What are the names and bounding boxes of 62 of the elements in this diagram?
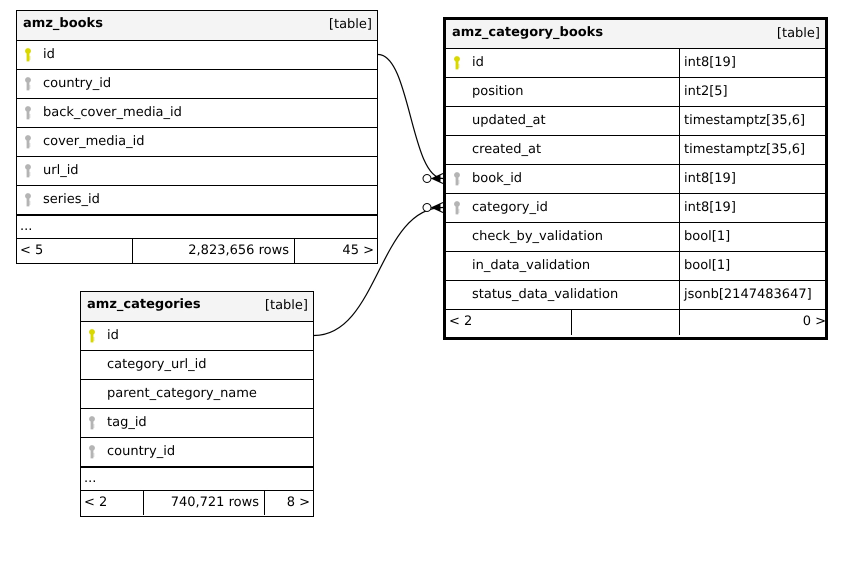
column-type: timestamptz[35,6] <box>684 113 806 129</box>
column-name: id <box>43 47 55 63</box>
column-name: book_id <box>472 171 522 187</box>
table-card <box>443 17 828 340</box>
column-name: category_id <box>472 200 548 216</box>
table-row <box>446 164 825 193</box>
table-footer <box>446 309 825 335</box>
column-type: int8[19] <box>684 55 736 71</box>
column-name: check_by_validation <box>472 229 604 245</box>
column-name: back_cover_media_id <box>43 105 182 121</box>
column-name: parent_category_name <box>107 386 257 402</box>
table-row <box>446 77 825 106</box>
table-row <box>446 280 825 309</box>
column-name: in_data_validation <box>472 258 590 274</box>
column-type: bool[1] <box>684 229 730 245</box>
table-footer <box>17 238 377 263</box>
table-card <box>80 291 314 517</box>
relationship-connector <box>314 202 444 336</box>
column-name: status_data_validation <box>472 287 618 303</box>
column-name: created_at <box>472 142 542 158</box>
table-row <box>446 251 825 280</box>
column-type: bool[1] <box>684 258 730 274</box>
footer-text: 740,721 rows <box>170 495 259 511</box>
table-name: amz_books <box>23 16 103 32</box>
more-columns-text: ... <box>84 471 96 487</box>
table-card <box>16 10 378 264</box>
column-name: tag_id <box>107 415 147 431</box>
table-row <box>446 106 825 135</box>
column-type: jsonb[2147483647] <box>684 287 812 303</box>
column-name: country_id <box>43 76 112 92</box>
column-name: country_id <box>107 444 176 460</box>
table-name: amz_categories <box>87 297 201 313</box>
footer-text: < 2 <box>449 314 472 330</box>
column-name: position <box>472 84 524 100</box>
table-type-label: [table] <box>776 26 820 42</box>
column-name: id <box>472 55 484 71</box>
column-type: int8[19] <box>684 200 736 216</box>
relationship-connector <box>378 54 446 184</box>
column-name: updated_at <box>472 113 546 129</box>
footer-text: < 5 <box>20 243 44 259</box>
table-type-label: [table] <box>328 17 372 33</box>
table-row <box>446 48 825 77</box>
column-name: id <box>107 328 119 344</box>
footer-text: 45 > <box>342 243 374 259</box>
column-name: series_id <box>43 192 100 208</box>
column-name: category_url_id <box>107 357 207 373</box>
table-row <box>446 193 825 222</box>
table-row <box>446 135 825 164</box>
column-name: cover_media_id <box>43 134 144 150</box>
column-type: int8[19] <box>684 171 736 187</box>
table-footer <box>81 490 313 515</box>
footer-text: 8 > <box>286 495 310 511</box>
more-columns-text: ... <box>20 219 32 235</box>
column-type: timestamptz[35,6] <box>684 142 806 158</box>
table-type-label: [table] <box>264 298 308 314</box>
table-row <box>446 222 825 251</box>
footer-text: < 2 <box>84 495 108 511</box>
footer-text: 2,823,656 rows <box>188 243 289 259</box>
column-name: url_id <box>43 163 79 179</box>
footer-text: 0 > <box>802 314 826 330</box>
table-name: amz_category_books <box>452 25 604 41</box>
column-type: int2[5] <box>684 84 728 100</box>
